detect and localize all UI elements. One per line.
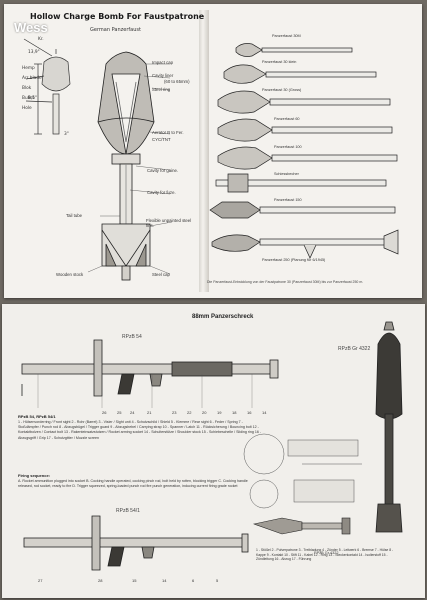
page-title: Hollow Charge Bomb For Faustpatrone [30, 12, 205, 21]
small-bomb-drawing [23, 38, 71, 135]
label-liner-size: (60 to 65mm) [164, 79, 190, 84]
part-number: 28 [98, 578, 103, 583]
label-aerator: Aerator B to Fer. [152, 130, 184, 135]
number-leaders [37, 374, 253, 408]
left-label-bullet: Bullet [22, 96, 35, 101]
label-impact-cap: Impact cap [152, 60, 174, 65]
dim-label-3: 3" [64, 132, 69, 137]
left-label-hemp: Hemp [22, 66, 35, 71]
part-number: 5 [216, 578, 219, 583]
panzerfaust-variants [209, 43, 399, 259]
variant-label-2: Panzerfaust 30 klein [262, 60, 297, 64]
rpzb54-label: RPzB 54 [122, 334, 142, 340]
part-number: 14 [162, 578, 167, 583]
dim-label-2: 8,5" [28, 96, 37, 101]
panzerschreck-drawings [21, 321, 403, 571]
part-number: 25 [117, 410, 122, 415]
variant-label-4: Panzerfaust 60 [274, 117, 300, 121]
part-number: 24 [130, 410, 135, 415]
part-number: 27 [38, 578, 43, 583]
part-number: 19 [217, 410, 222, 415]
warhead-cutaway-drawing [97, 51, 155, 281]
panzerschreck-sheet: 88mm Panzerschreck RPzB 54 RPzB Gr 4322 … [2, 304, 425, 598]
label-leaders [87, 63, 173, 275]
rpzb-gr4322-rocket [375, 321, 403, 533]
panzerschreck-title: 88mm Panzerschreck [192, 314, 254, 320]
legend-header: RPzB 54, RPzB 54/1 [18, 414, 56, 419]
part-number: 14 [262, 410, 267, 415]
variant-label-7: Panzerfaust 150 [274, 198, 302, 202]
rocket-legend: 1 - Stößel 2 - Pulverpatrone 3 - Treibla… [256, 548, 394, 562]
part-number: 26 [102, 410, 107, 415]
rpzb-gr4322-label: RPzB Gr 4322 [338, 346, 371, 352]
label-cavity-gaine: Cavity for gaine. [147, 168, 179, 173]
left-label-kr: Kr. [38, 37, 44, 42]
variant-label-1: Panzerfaust 30M [272, 34, 301, 38]
label-cavity-fuze: Cavity for fuze. [147, 190, 176, 195]
sequence-header: Firing sequence: [18, 473, 51, 478]
left-label-hole: Hole [22, 106, 32, 111]
rpzb-gr4322-small-label: RPzB Gr 4322 [314, 551, 339, 555]
label-steel-cap: Steel cap [152, 272, 170, 277]
variant-label-6: Schiessbecher [274, 172, 299, 176]
part-number: 18 [232, 410, 237, 415]
rpzb54-1-drawing [23, 515, 249, 571]
part-number: 21 [147, 410, 152, 415]
part-number: 22 [187, 410, 192, 415]
dim-label-1: 13,9" [28, 50, 40, 55]
label-flexible-fins: Flexible unpainted steel fins. [146, 218, 192, 228]
sheet-fold [199, 10, 209, 292]
part-number: 6 [192, 578, 195, 583]
left-label-blok: Blok [22, 86, 32, 91]
watermark-text: Wess [14, 20, 48, 35]
label-tail-tube: Tail tube [66, 213, 83, 218]
detail-drawings [243, 433, 362, 509]
panzerfaust-drawings [23, 38, 399, 281]
parts-legend: 1 - Hülsenvorderring / Front sight 2 - R… [18, 420, 262, 440]
part-number: 15 [132, 578, 137, 583]
part-number: 20 [202, 410, 207, 415]
variant-label-8: Panzerfaust 250 (Planung für 6/1945) [262, 258, 326, 262]
panzerfaust-sheet: Hollow Charge Bomb For Faustpatrone Germ… [4, 4, 422, 298]
rpzb54-1-label: RPzB 54/1 [116, 508, 140, 514]
small-rocket-drawing [252, 517, 351, 535]
variant-label-3: Panzerfaust 30 (Gross) [262, 88, 302, 92]
variants-caption: Die Panzerfaust-Entwicklung von der Faus… [207, 280, 364, 284]
label-cavity-liner: Cavity liner [152, 73, 174, 78]
label-wooden-stock: Wooden stock [56, 272, 84, 277]
label-steel-ring: Steel ring [152, 87, 171, 92]
page-subtitle: German Panzerfaust [90, 27, 141, 33]
left-label-arr-blade: Arr blade [22, 76, 42, 81]
variant-label-5: Panzerfaust 100 [274, 145, 302, 149]
label-cyc-tnt: CYC/TNT [152, 137, 171, 142]
firing-sequence: A. Rocket ammunition plugged into socket… [18, 479, 248, 488]
part-number: 16 [247, 410, 252, 415]
part-number: 23 [172, 410, 177, 415]
rpzb54-drawing [21, 339, 279, 397]
